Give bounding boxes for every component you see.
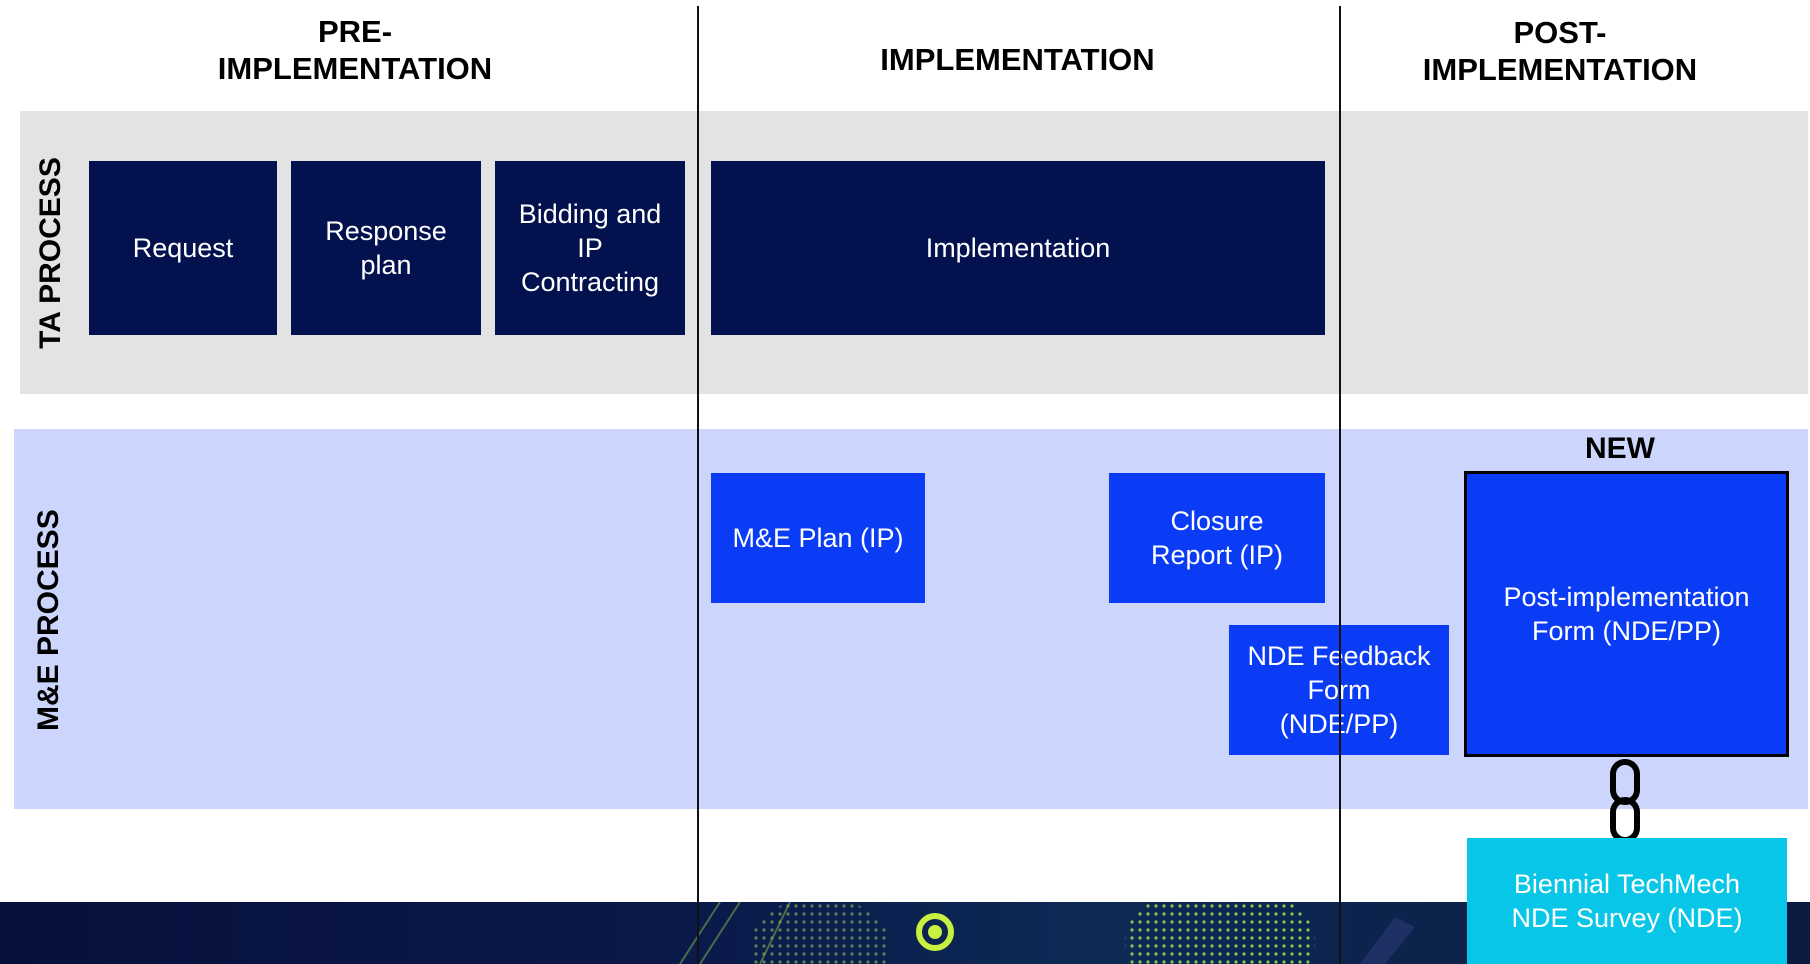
phase-header-implementation: IMPLEMENTATION [880, 41, 1155, 77]
request-box: Request [89, 161, 277, 335]
bidding-ip-contracting-box: Bidding and IP Contracting [495, 161, 685, 335]
chain-link-icon [1605, 758, 1645, 844]
new-label: NEW [1585, 432, 1655, 465]
closure-report-box: Closure Report (IP) [1109, 473, 1325, 603]
implementation-box: Implementation [711, 161, 1325, 335]
lane-label-me-process: M&E PROCESS [32, 509, 65, 731]
phase-divider-1 [697, 6, 699, 964]
me-plan-box: M&E Plan (IP) [711, 473, 925, 603]
response-plan-box: Response plan [291, 161, 481, 335]
lane-label-ta-process: TA PROCESS [34, 157, 67, 349]
phase-header-pre-implementation: PRE- IMPLEMENTATION [217, 14, 493, 86]
nde-feedback-form-box: NDE Feedback Form (NDE/PP) [1229, 625, 1449, 755]
phase-header-post-implementation: POST- IMPLEMENTATION [1422, 15, 1698, 87]
post-implementation-form-box: Post-implementation Form (NDE/PP) [1464, 471, 1789, 757]
biennial-techmech-survey-box: Biennial TechMech NDE Survey (NDE) [1467, 838, 1787, 964]
phase-divider-2 [1339, 6, 1341, 964]
